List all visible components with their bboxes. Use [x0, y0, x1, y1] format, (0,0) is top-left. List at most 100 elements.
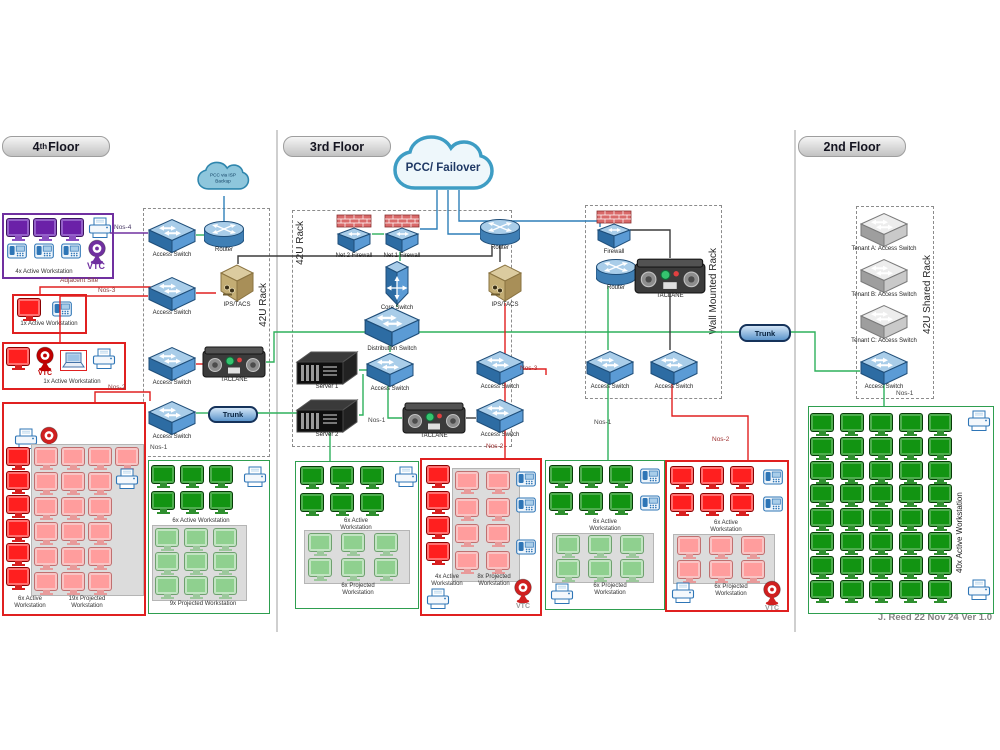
- workstation-icon: [701, 494, 723, 516]
- workstation-icon: [309, 559, 331, 581]
- printer-icon: [88, 217, 112, 244]
- phone-terminal-icon: [7, 242, 27, 265]
- workstation-icon: [89, 473, 111, 495]
- credit-text: J. Reed 22 Nov 24 Ver 1.0: [877, 612, 992, 623]
- workstation-icon: [456, 472, 478, 494]
- workstation-group-label: 1x Active Workstation: [20, 321, 78, 327]
- workstation-icon: [375, 559, 397, 581]
- workstation-icon: [7, 472, 29, 494]
- workstation-icon: [35, 448, 57, 470]
- workstation-icon: [929, 556, 951, 579]
- workstation-icon: [89, 548, 111, 570]
- link-4: [59, 295, 148, 342]
- workstation-icon: [487, 498, 509, 521]
- workstation-icon: [678, 561, 700, 583]
- workstation-icon: [870, 485, 892, 508]
- workstation-icon: [610, 493, 632, 515]
- router-3f-label: Router: [490, 245, 509, 251]
- phone-terminal-icon: [763, 468, 783, 491]
- workstation-icon: [152, 466, 174, 488]
- net2-firewall-icon: [336, 214, 372, 259]
- workstation-icon: [671, 494, 693, 516]
- workstation-icon: [214, 553, 236, 575]
- workstation-icon: [152, 492, 174, 514]
- tenant-a-switch-icon: [859, 212, 909, 253]
- phone-terminal-icon: [763, 495, 783, 518]
- workstation-icon: [331, 494, 353, 516]
- workstation-icon: [156, 529, 178, 551]
- ips-tacs-3f-label: IPS/TACS: [491, 302, 519, 308]
- network-tag-nos-3: Nos-3: [98, 287, 116, 294]
- trunk-pill-2nd: Trunk: [739, 324, 791, 342]
- workstation-icon: [899, 509, 922, 532]
- taclane-wall-icon: [634, 258, 706, 299]
- link-6: [237, 246, 493, 264]
- workstation-icon: [89, 448, 111, 470]
- tenant-c-switch-icon: [859, 304, 909, 345]
- access-switch-wall-2-icon: [649, 350, 699, 391]
- workstation-icon: [181, 466, 203, 488]
- phone-terminal-icon: [640, 494, 660, 517]
- workstation-icon: [840, 437, 863, 460]
- taclane-4f-label: TACLANE: [220, 377, 248, 383]
- server-1-label: Server 1: [315, 384, 339, 390]
- link-27: [630, 229, 671, 258]
- network-tag-adjacent site: Adjacent Site: [60, 277, 99, 284]
- workstation-icon: [7, 348, 29, 370]
- workstation-icon: [557, 560, 579, 582]
- workstation-group-label: 1x Active Workstation: [43, 379, 101, 385]
- phone-terminal-icon: [52, 300, 72, 323]
- workstation-icon: [899, 580, 922, 603]
- workstation-icon: [710, 561, 732, 583]
- workstation-icon: [731, 467, 753, 489]
- workstation-icon: [18, 299, 40, 321]
- workstation-icon: [331, 467, 353, 489]
- taclane-3f-icon: [402, 402, 466, 439]
- ips-tacs-3f-icon: [484, 262, 526, 309]
- workstation-icon: [456, 498, 478, 521]
- workstation-icon: [840, 461, 863, 484]
- workstation-icon: [840, 556, 863, 579]
- isp-backup-cloud: PCC via ISP Backup: [197, 161, 250, 190]
- access-switch-4f-3-icon: [147, 346, 197, 387]
- workstation-icon: [301, 494, 323, 516]
- phone-terminal-icon: [61, 242, 81, 265]
- workstation-icon: [7, 219, 29, 241]
- network-tag-nos-3: Nos-3: [520, 365, 538, 372]
- workstation-icon: [214, 577, 236, 599]
- workstation-group-label: VTC: [38, 370, 52, 377]
- access-switch-4f-1-icon: [147, 218, 197, 259]
- workstation-group-label: 19x Projected Workstation: [68, 596, 106, 610]
- workstation-icon: [557, 536, 579, 558]
- laptop-icon: [60, 350, 87, 371]
- workstation-icon: [62, 548, 84, 570]
- floor-divider-left: [276, 130, 278, 632]
- link-14: [447, 190, 482, 235]
- workstation-icon: [116, 448, 138, 470]
- workstation-group-label: 6x Active Workstation: [14, 596, 46, 610]
- pcc-failover-cloud-text: PCC/ Failover: [406, 162, 481, 174]
- workstation-icon: [301, 467, 323, 489]
- network-tag-nos-1: Nos-1: [150, 444, 168, 451]
- workstation-group-label: 4x Active Workstation: [431, 574, 463, 588]
- link-9: [787, 331, 860, 372]
- workstation-icon: [7, 544, 29, 566]
- workstation-icon: [487, 472, 509, 494]
- workstation-icon: [731, 494, 753, 516]
- workstation-group-label: 6x Active Workstation: [710, 520, 742, 534]
- printer-icon: [92, 348, 116, 375]
- firewall-wall-label: Firewall: [603, 249, 625, 255]
- floor-divider-right: [794, 130, 796, 632]
- workstation-icon: [550, 466, 572, 488]
- workstation-icon: [742, 561, 764, 583]
- workstation-icon: [589, 536, 611, 558]
- taclane-4f-icon: [202, 346, 266, 383]
- workstation-icon: [35, 548, 57, 570]
- workstation-icon: [375, 534, 397, 556]
- network-tag-nos-2: Nos-2: [486, 443, 504, 450]
- workstation-icon: [929, 461, 951, 484]
